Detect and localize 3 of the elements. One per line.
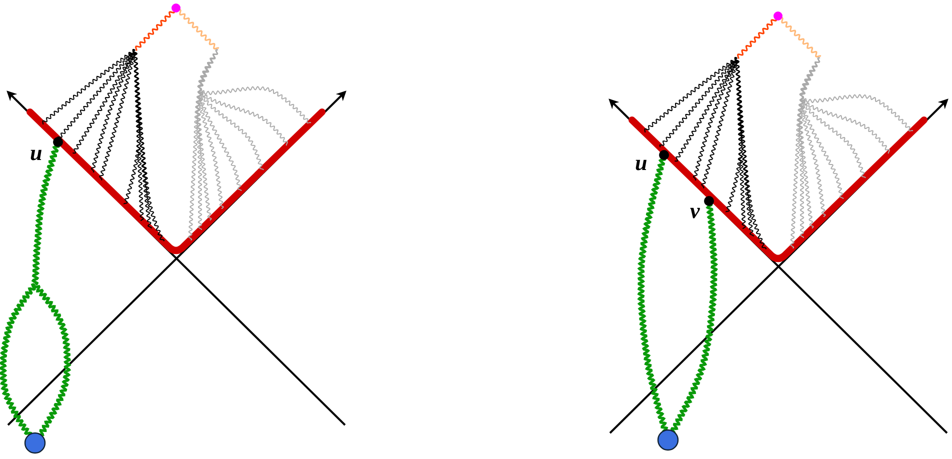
point-label: u [30,142,42,164]
point-label: u [635,152,648,174]
point-label: v [690,200,700,222]
